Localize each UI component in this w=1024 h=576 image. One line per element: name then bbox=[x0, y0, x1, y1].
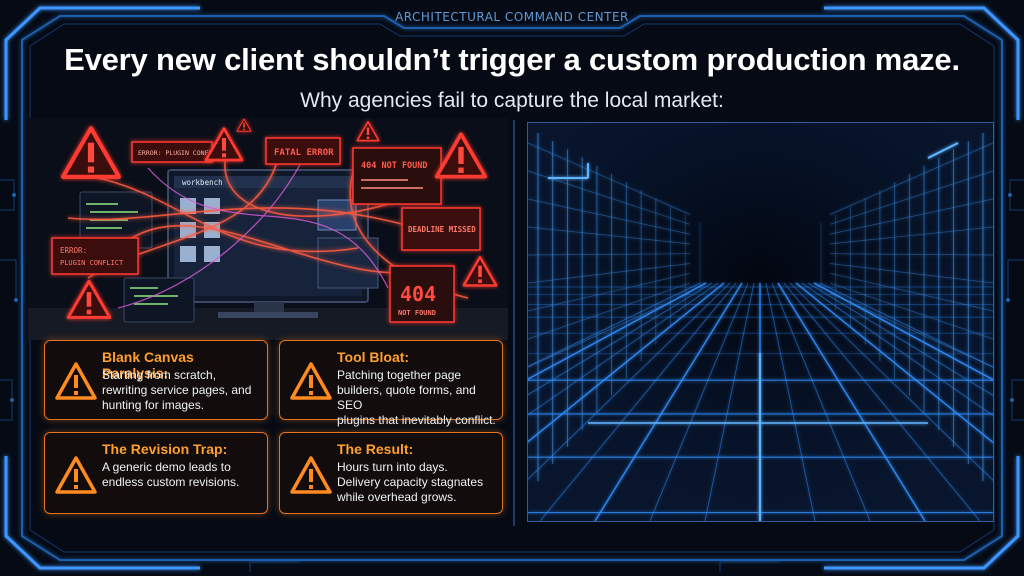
popup-plugin-conflict-top: ERROR: PLUGIN CONFLICT bbox=[138, 149, 224, 157]
grid-line bbox=[819, 282, 993, 368]
card-body: A generic demo leads to endless custom r… bbox=[102, 460, 263, 490]
grid-line bbox=[783, 282, 981, 521]
grid-line bbox=[528, 282, 713, 396]
grid-line bbox=[528, 292, 691, 368]
grid-line bbox=[789, 282, 993, 481]
card-title: Blank Canvas Paralysis: bbox=[102, 349, 194, 381]
perspective-grid-panel bbox=[527, 122, 994, 522]
grid-line bbox=[829, 226, 993, 245]
grid-line bbox=[528, 253, 691, 256]
warning-triangle-icon bbox=[55, 362, 97, 400]
grid-line bbox=[829, 263, 993, 284]
chaos-illustration: ERROR: PLUGIN CONFLICT FATAL ERROR 404 N… bbox=[28, 118, 508, 340]
chaos-illustration-svg: ERROR: PLUGIN CONFLICT FATAL ERROR 404 N… bbox=[28, 118, 508, 340]
grid-line bbox=[528, 282, 701, 367]
grid-line bbox=[528, 282, 731, 480]
card-title: Tool Bloat: bbox=[337, 349, 410, 365]
grid-line bbox=[829, 292, 993, 368]
perspective-grid bbox=[528, 123, 993, 521]
card-line: rewriting service pages, and bbox=[102, 383, 252, 397]
grid-line bbox=[801, 282, 993, 417]
card-line: Delivery capacity stagnates bbox=[337, 475, 484, 489]
grid-line bbox=[528, 142, 691, 215]
card-line: A generic demo leads to bbox=[102, 460, 231, 474]
grid-line bbox=[528, 282, 719, 416]
card-title: The Revision Trap: bbox=[102, 441, 228, 457]
grid-line bbox=[528, 170, 691, 225]
card-line: Starting from scratch, bbox=[102, 368, 217, 382]
grid-line bbox=[829, 282, 993, 340]
card-tool-bloat: Tool Bloat: Patching together page build… bbox=[279, 340, 503, 427]
grid-line bbox=[829, 272, 993, 312]
card-blank-canvas-paralysis: Blank Canvas Paralysis: Starting from sc… bbox=[44, 340, 268, 420]
grid-line bbox=[528, 282, 725, 443]
card-line: builders, quote forms, and SEO bbox=[337, 383, 476, 412]
card-body: Starting from scratch, rewriting service… bbox=[102, 368, 263, 413]
card-line: Hours turn into days. bbox=[337, 460, 448, 474]
grid-line bbox=[765, 282, 816, 521]
warning-triangle-icon bbox=[290, 362, 332, 400]
grid-line bbox=[528, 226, 691, 245]
grid-line bbox=[771, 282, 871, 521]
popup-404-not-found-top: 404 NOT FOUND bbox=[361, 161, 428, 171]
grid-line bbox=[528, 263, 691, 284]
grid-line bbox=[829, 170, 993, 225]
grid-line bbox=[594, 282, 743, 521]
card-revision-trap: The Revision Trap: A generic demo leads … bbox=[44, 432, 268, 514]
card-line: Patching together page bbox=[337, 368, 462, 382]
card-body: Patching together page builders, quote f… bbox=[337, 368, 498, 428]
grid-line bbox=[795, 282, 993, 444]
grid-line bbox=[829, 253, 993, 256]
warning-triangle-icon bbox=[290, 456, 332, 494]
grid-line bbox=[704, 282, 755, 521]
grid-line bbox=[528, 282, 691, 340]
card-title: The Result: bbox=[337, 441, 414, 457]
card-line: plugins that inevitably conflict. bbox=[337, 413, 496, 427]
popup-404-code: 404 bbox=[400, 282, 436, 306]
card-line: hunting for images. bbox=[102, 398, 205, 412]
popup-not-found: NOT FOUND bbox=[398, 309, 436, 317]
grid-line bbox=[528, 198, 691, 235]
grid-line bbox=[528, 272, 691, 312]
page-subtitle: Why agencies fail to capture the local m… bbox=[300, 89, 724, 112]
grid-line bbox=[927, 142, 959, 159]
card-the-result: The Result: Hours turn into days. Delive… bbox=[279, 432, 503, 514]
popup-fatal-error: FATAL ERROR bbox=[274, 148, 334, 158]
popup-deadline-missed: DEADLINE MISSED bbox=[408, 225, 476, 234]
workbench-title: workbench bbox=[182, 178, 223, 187]
grid-line bbox=[649, 282, 749, 521]
grid-line bbox=[829, 142, 993, 215]
header-label: ARCHITECTURAL COMMAND CENTER bbox=[395, 10, 629, 24]
card-line: while overhead grows. bbox=[337, 490, 457, 504]
page-title: Every new client shouldn’t trigger a cus… bbox=[64, 42, 960, 77]
popup-plugin-conflict: PLUGIN CONFLICT bbox=[60, 259, 124, 267]
grid-line bbox=[528, 282, 707, 380]
popup-error-label: ERROR: bbox=[60, 246, 87, 255]
grid-line bbox=[813, 282, 993, 381]
grid-line bbox=[539, 282, 737, 521]
card-line: endless custom revisions. bbox=[102, 475, 240, 489]
card-body: Hours turn into days. Delivery capacity … bbox=[337, 460, 498, 505]
warning-triangle-icon bbox=[55, 456, 97, 494]
grid-line bbox=[829, 198, 993, 235]
grid-line bbox=[807, 282, 993, 396]
grid-line bbox=[777, 282, 926, 521]
